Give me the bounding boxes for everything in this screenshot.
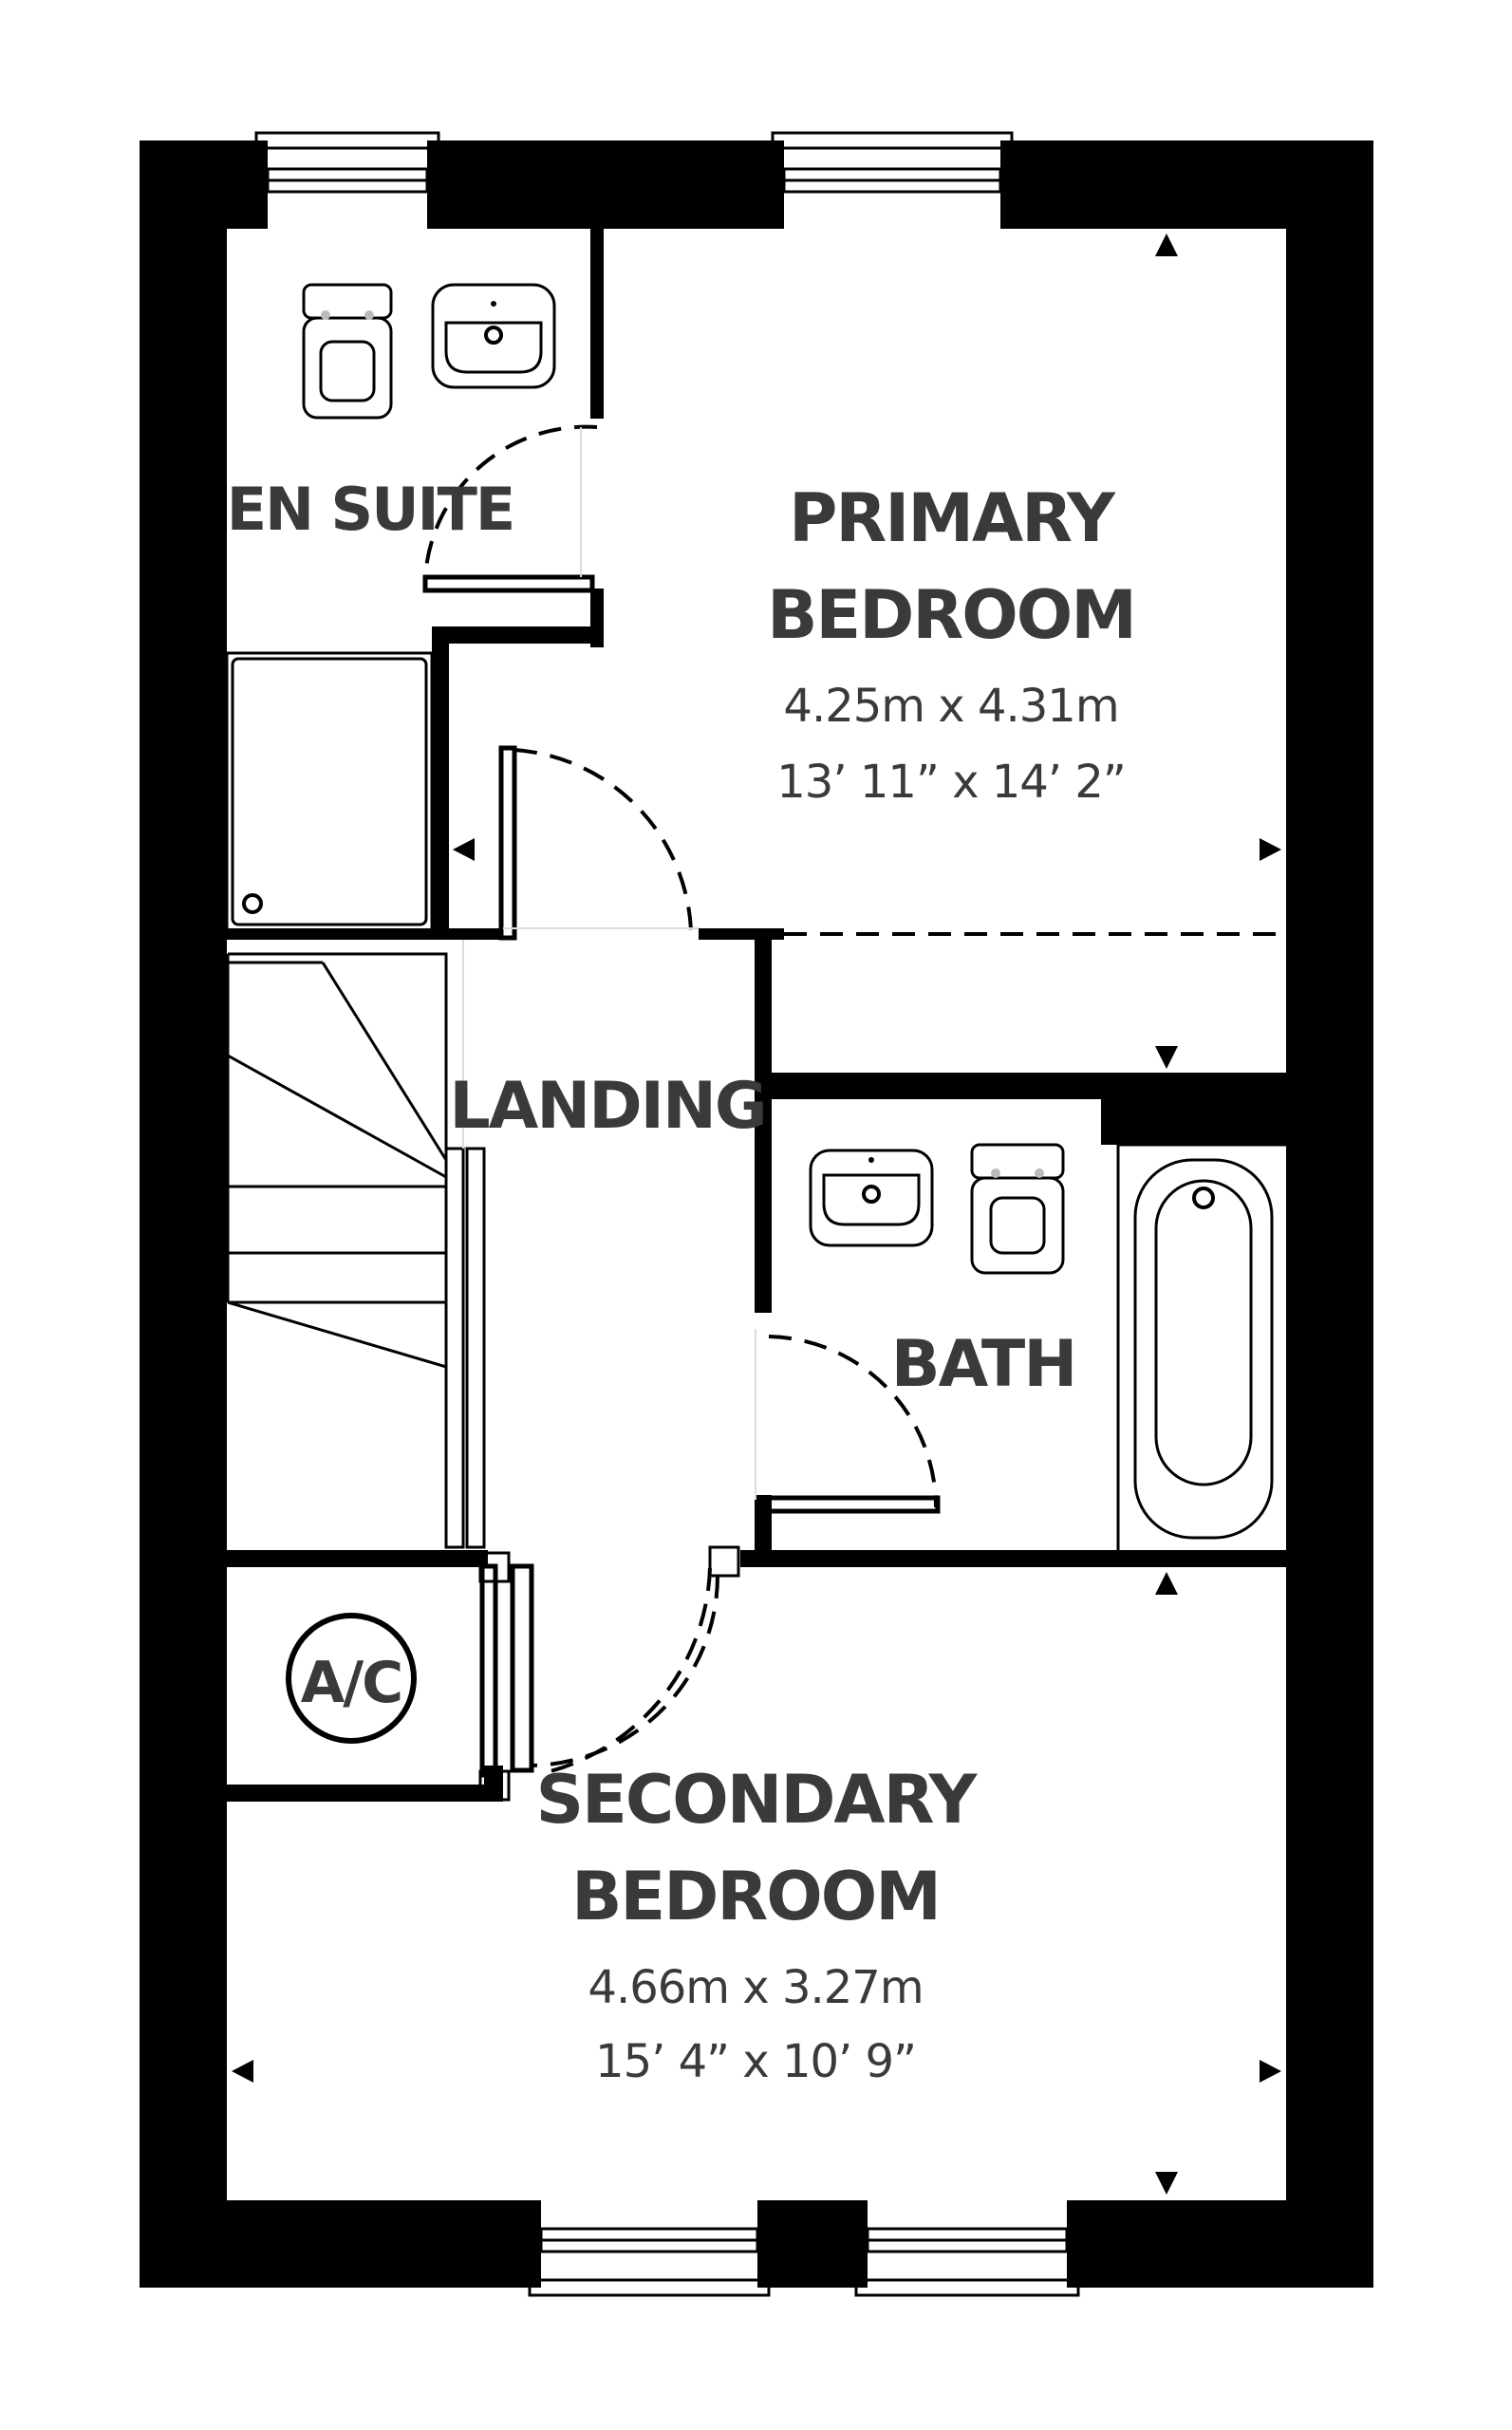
window-icon — [528, 2191, 771, 2297]
sink-icon — [809, 1149, 934, 1247]
room-label-bath: BATH — [891, 1327, 1075, 1402]
window-icon — [854, 2191, 1080, 2297]
room-size-primary-imperial: 13’ 11” x 14’ 2” — [776, 756, 1125, 809]
room-size-secondary-metric: 4.66m x 3.27m — [588, 1961, 923, 2014]
room-size-primary-metric: 4.25m x 4.31m — [783, 680, 1118, 733]
toilet-icon — [302, 283, 393, 420]
room-label-secondary-bedroom-line1: SECONDARY — [536, 1761, 979, 1839]
room-label-secondary-bedroom-line2: BEDROOM — [571, 1858, 940, 1935]
bathtub-icon — [1116, 1143, 1291, 1555]
room-label-en-suite: EN SUITE — [227, 475, 514, 544]
room-label-primary-bedroom-line2: BEDROOM — [767, 576, 1135, 654]
door-swing-icon — [422, 424, 598, 593]
sink-icon — [431, 283, 556, 389]
dimension-arrow-icon — [232, 234, 1281, 2195]
room-label-primary-bedroom-line1: PRIMARY — [789, 479, 1116, 557]
staircase-icon — [226, 940, 486, 1549]
room-label-landing: LANDING — [449, 1069, 765, 1144]
room-size-secondary-imperial: 15’ 4” x 10’ 9” — [595, 2035, 916, 2088]
internal-walls — [227, 229, 1286, 1802]
window-icon — [254, 131, 440, 239]
airing-cupboard-label: A/C — [301, 1650, 401, 1716]
window-icon — [771, 131, 1014, 239]
secondary-bedroom-door — [550, 1545, 740, 1773]
toilet-icon — [970, 1143, 1065, 1275]
shower-tray-icon — [225, 651, 434, 932]
airing-cupboard-badge — [286, 1613, 417, 1744]
door-swing-icon — [498, 745, 699, 941]
door-swing-icon — [755, 1329, 941, 1514]
door-swing-icon — [478, 1551, 719, 1802]
